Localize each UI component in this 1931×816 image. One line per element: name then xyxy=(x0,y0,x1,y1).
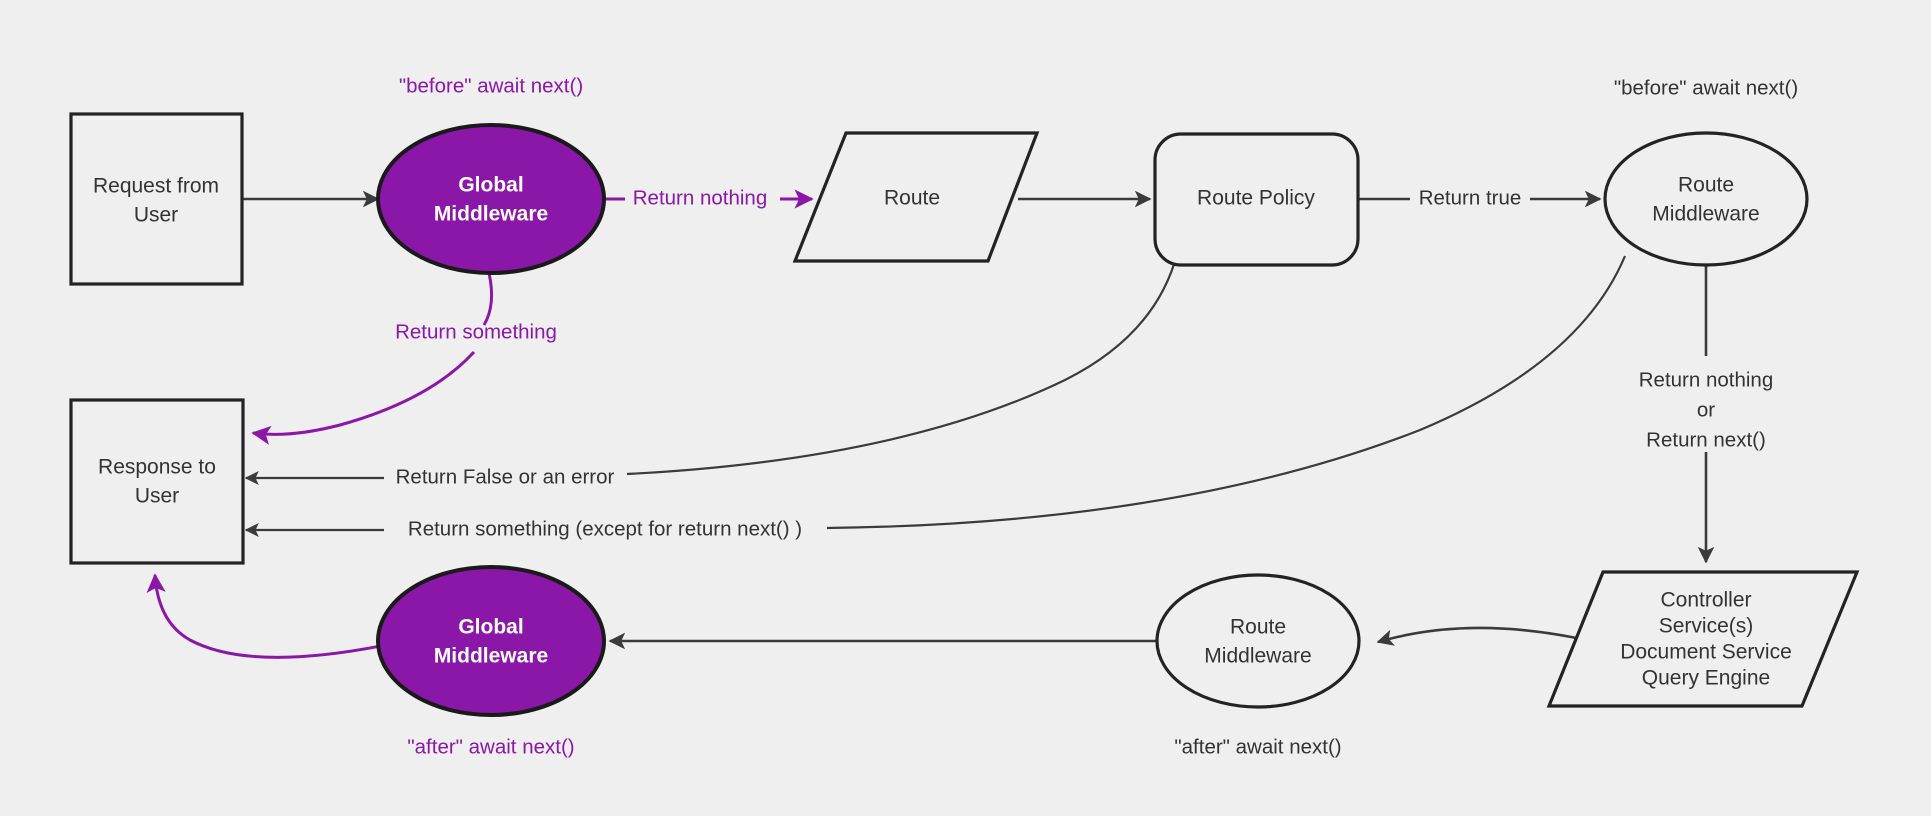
request-label-line1: Request from xyxy=(93,175,219,198)
route-parallelogram-shape xyxy=(792,131,1040,263)
node-route-policy[interactable]: Route Policy xyxy=(1153,132,1360,267)
node-controller-services[interactable]: Controller Service(s) Document Service Q… xyxy=(1546,570,1860,708)
controller-label-line4: Query Engine xyxy=(1642,667,1770,690)
route-policy-label: Route Policy xyxy=(1197,187,1315,210)
request-label-line2: User xyxy=(134,204,178,227)
edge-global-to-response-upper xyxy=(482,272,494,326)
edge-label-return-something: Return something xyxy=(395,320,557,343)
controller-label-line3: Document Service xyxy=(1620,641,1792,664)
route-middleware-top-shape xyxy=(1603,131,1809,267)
edge-label-return-something-except: Return something (except for return next… xyxy=(408,517,802,540)
global-middleware-top-shape xyxy=(376,123,606,275)
edge-label-return-nothing: Return nothing xyxy=(633,186,767,209)
route-middleware-bottom-label-line2: Middleware xyxy=(1204,645,1311,668)
edge-route-policy-to-response xyxy=(626,217,1185,476)
request-box-shape xyxy=(69,112,244,286)
note-before-await-next-global: "before" await next() xyxy=(399,74,583,97)
node-response-to-user[interactable]: Response to User xyxy=(69,398,245,565)
global-middleware-top-label-line2: Middleware xyxy=(434,203,548,226)
note-after-await-next-global: "after" await next() xyxy=(407,735,574,758)
edge-label-return-true: Return true xyxy=(1419,186,1522,209)
edge-route-middleware-to-response xyxy=(826,255,1627,530)
edge-global-middleware-top-to-response xyxy=(251,350,476,445)
route-policy-shape xyxy=(1153,132,1360,267)
edge-global-middleware-bottom-to-response xyxy=(146,573,387,659)
node-route-middleware-bottom[interactable]: Route Middleware xyxy=(1155,573,1361,709)
note-after-await-next-route: "after" await next() xyxy=(1174,735,1341,758)
edge-controller-to-route-middleware-bottom xyxy=(1376,626,1587,646)
route-middleware-top-label-line2: Middleware xyxy=(1652,203,1759,226)
response-label-line2: User xyxy=(135,485,179,508)
route-middleware-bottom-label-line1: Route xyxy=(1230,616,1286,639)
route-middleware-top-label-line1: Route xyxy=(1678,174,1734,197)
edge-label-return-nothing-or-next-line2: or xyxy=(1697,398,1715,421)
response-label-line1: Response to xyxy=(98,456,216,479)
edge-label-return-false-or-error: Return False or an error xyxy=(396,465,615,488)
controller-parallelogram-shape xyxy=(1546,570,1860,708)
node-global-middleware-bottom[interactable]: Global Middleware xyxy=(376,565,606,717)
note-before-await-next-route: "before" await next() xyxy=(1614,76,1798,99)
edge-label-return-nothing-or-next-line3: Return next() xyxy=(1646,428,1766,451)
controller-label-line1: Controller xyxy=(1660,589,1751,612)
edge-label-return-nothing-or-next-line1: Return nothing xyxy=(1639,368,1773,391)
controller-label-line2: Service(s) xyxy=(1659,615,1754,638)
response-box-shape xyxy=(69,398,245,565)
node-route-middleware-top[interactable]: Route Middleware xyxy=(1603,131,1809,267)
route-middleware-bottom-shape xyxy=(1155,573,1361,709)
node-route[interactable]: Route xyxy=(792,131,1040,263)
global-middleware-top-label-line1: Global xyxy=(458,174,523,197)
global-middleware-bottom-shape xyxy=(376,565,606,717)
node-request-from-user[interactable]: Request from User xyxy=(69,112,244,286)
node-global-middleware-top[interactable]: Global Middleware xyxy=(376,123,606,275)
route-label: Route xyxy=(884,187,940,210)
global-middleware-bottom-label-line2: Middleware xyxy=(434,645,548,668)
global-middleware-bottom-label-line1: Global xyxy=(458,616,523,639)
